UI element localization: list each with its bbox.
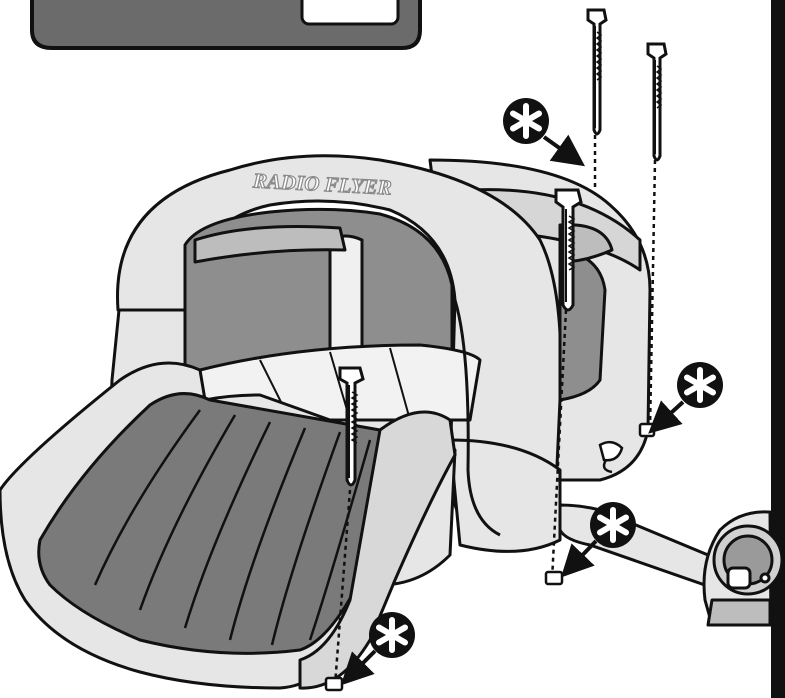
callout-arrow — [660, 402, 683, 423]
blower-screw-icon — [761, 574, 769, 582]
stake-2 — [648, 44, 666, 160]
stake-1 — [588, 10, 606, 134]
callout-1 — [503, 98, 572, 157]
callout-arrow — [544, 137, 572, 157]
ground-stake-icon — [588, 10, 606, 134]
air-blower — [704, 512, 782, 625]
callout-2 — [660, 362, 723, 423]
page-border-right — [771, 0, 785, 698]
blower-tube — [560, 505, 720, 585]
ground-stake-icon — [648, 44, 666, 160]
panel-inset-box — [302, 0, 398, 24]
interior-pillar — [330, 236, 362, 360]
blower-switch — [728, 568, 750, 588]
asterisk-badge-icon — [677, 362, 723, 408]
asterisk-badge-icon — [503, 98, 549, 144]
instruction-panel — [32, 0, 420, 48]
asterisk-badge-icon — [369, 612, 415, 658]
asterisk-badge-icon — [590, 502, 636, 548]
